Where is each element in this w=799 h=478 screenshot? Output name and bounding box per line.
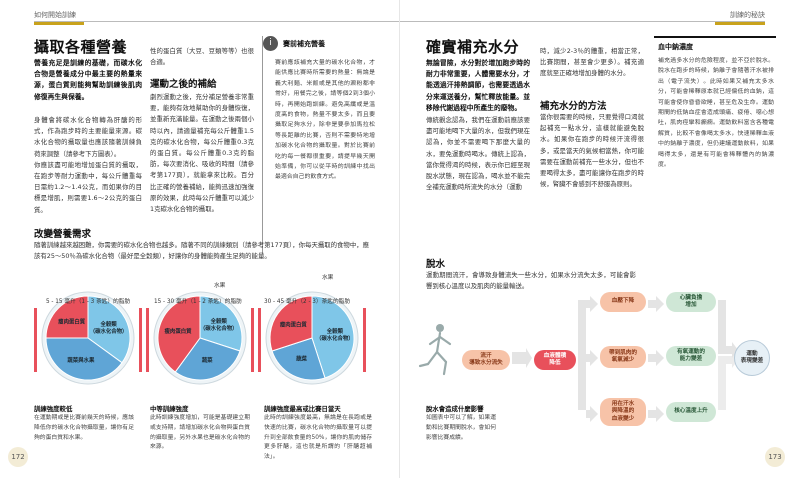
- left-page: 如何開始訓練 攝取各種營養 營養充足是訓練的基礎，而碳水化合物是營養成分中最主要…: [0, 0, 399, 478]
- flow-node-blood-pressure: 血壓下降: [600, 292, 646, 312]
- section-heading-hydration-method: 補充水分的方法: [540, 101, 607, 112]
- flow-node-performance: 運動 表現變差: [734, 340, 770, 376]
- nutrition-plate-charts: 全穀類（碳水化合物）蔬菜與水果瘦肉蛋白質全穀類（碳水化合物）蔬菜瘦肉蛋白質全穀類…: [34, 291, 366, 385]
- knife-icon: [363, 308, 366, 372]
- body-text-col2-b: 當你很需要的時候，只要覺得口渴就起補充一點水分，這樣就能避免脫水。如果你在跑步的…: [540, 113, 644, 189]
- sidebar-body: 賽前應該補充大量的碳水化合物，才能供應比賽時所需要的熱量：無論是義大利麵、米飯或…: [275, 60, 375, 181]
- book-spine: [399, 0, 400, 478]
- pie-slice: [269, 295, 313, 352]
- pie-slice: [174, 337, 241, 381]
- sidebox-body: 補充過多水分的危險程度，並不亞於脫水。脫水在跑步的時候，鈉離子會隨著汗水被排出（…: [658, 58, 774, 169]
- page-number-left: 172: [8, 447, 28, 467]
- header-rule: [400, 21, 765, 22]
- fork-icon: [34, 308, 37, 372]
- pie-slice: [157, 295, 201, 373]
- chart-2-caption-text: 此時訓練強度增加，可能是基礎建立期或支持期，請增加碳水化合物與蛋白質的攝取量，另…: [150, 415, 250, 451]
- flow-node-core-temp: 核心溫度上升: [666, 402, 716, 422]
- body-text-col2-a: 性的蛋白質（大豆、豆類等等）也很合適。: [150, 47, 254, 67]
- pie-slice-label: （碳水化合物）: [316, 334, 354, 342]
- pie-slice: [199, 295, 243, 352]
- knife-icon: [251, 308, 254, 372]
- chart-1-caption-title: 訓練強度較低: [34, 405, 73, 413]
- sidebox-sodium: 血中鈉濃度 補充過多水分的危險程度，並不亞於脫水。脫水在跑步的時候，鈉離子會隨著…: [654, 36, 776, 206]
- pie-slice-label: （碳水化合物）: [90, 327, 128, 335]
- pie-slice-label: 瘦肉蛋白質: [280, 320, 308, 328]
- pie-slice-label: 蔬菜: [202, 356, 213, 364]
- pie-slice: [311, 295, 355, 379]
- section-heading-changing-needs: 改變營養需求: [34, 229, 92, 240]
- pie-slice-label: 全穀類: [326, 327, 344, 335]
- pie-slice: [45, 337, 123, 381]
- running-head-right: 訓練的秘訣: [730, 11, 765, 19]
- fork-icon: [146, 308, 149, 372]
- chart-3-caption-text: 此時的訓練強度最高，無論是在長跑或是快速的比賽，碳水化合物的攝取量可以提升到全部…: [264, 415, 372, 461]
- pie-slice-label: 瘦肉蛋白質: [58, 318, 86, 326]
- chart-3-water-label: 水果: [322, 275, 334, 281]
- section-heading-dehydration: 脫水: [426, 259, 446, 270]
- chart-3-caption-title: 訓練強度最高或比賽日當天: [264, 405, 341, 413]
- pie-slice-label: 瘦肉蛋白質: [165, 327, 193, 335]
- header-accent: [34, 22, 84, 25]
- header-rule: [34, 21, 399, 22]
- body-text-col2-a: 時，減少2-3％的體重，相當正常，比賽期間，甚至會少更多）。補充適度就至正確地增…: [540, 47, 644, 78]
- pie-slice-label: 蔬菜與水果: [67, 356, 95, 364]
- intro-text: 無論冒險，水分對於增加跑步時的耐力非常重要，人體需要水分，才能透過汗排熱調節，也…: [426, 59, 530, 112]
- flow-node-oxygen: 帶到肌肉的 氧氣減少: [600, 346, 646, 368]
- right-page: 訓練的秘訣 確實補充水分 無論冒險，水分對於增加跑步時的耐力非常重要，人體需要水…: [400, 0, 799, 478]
- chart-2-caption-title: 中等訓練強度: [150, 405, 189, 413]
- info-icon: i: [263, 36, 278, 51]
- runner-figure: [418, 324, 452, 376]
- chart-2-water-label: 水果: [214, 283, 226, 289]
- sidebox-title: 血中鈉濃度: [658, 43, 693, 51]
- pie-slice-label: 全穀類: [210, 317, 228, 325]
- flow-node-blood-volume: 血液體積 降低: [534, 350, 576, 370]
- body-text-col1: 傳統觀念認為，我們在運動前應該要盡可能地喝下大量的水，但我們現在認為，你並不需要…: [426, 116, 530, 192]
- pie-slice: [45, 295, 89, 339]
- flow-node-heart-load: 心臟負擔 增加: [666, 292, 716, 312]
- page-title: 攝取各種營養: [34, 38, 128, 56]
- fork-icon: [258, 308, 261, 372]
- pie-slice: [87, 295, 131, 364]
- sidebar-title: 賽前補充營養: [283, 40, 325, 48]
- header-accent: [715, 22, 765, 25]
- chart-1-fat-label: 5 - 15 毫升（1 - 3 茶匙）的脂肪: [46, 299, 131, 305]
- section-heading-after-exercise: 運動之後的補給: [150, 79, 217, 90]
- section2-text: 隨著訓練越來越困難，你需要的碳水化合物也越多。隨著不同的訓練類別（請參考第177…: [34, 241, 369, 261]
- body-text-col2-b: 劇烈運動之後，充分補足營養非常重要，能夠有效地幫助你的身體恢復，並重新充滿能量。…: [150, 93, 254, 214]
- pie-slice: [271, 337, 326, 381]
- chart-3-fat-label: 30 - 45 毫升（2 - 3）茶匙的脂肪: [264, 299, 351, 305]
- sidebar-prerace-nutrition: i 賽前補充營養 賽前應該補充大量的碳水化合物，才能供應比賽時所需要的熱量：無論…: [262, 36, 375, 254]
- page-number-right: 173: [765, 447, 785, 467]
- flow-node-sweat: 流汗 導致水分流失: [462, 350, 510, 370]
- chart-1-caption-text: 在運動期或是比賽前幾天的時候，應該降低你的碳水化合物攝取量，讓你有足夠的蛋白質和…: [34, 415, 134, 441]
- dehydration-flow-arrows: [418, 296, 738, 422]
- section2-text: 運動期間流汗，會導致身體流失一些水分，如果水分流失太多，可能會影響到核心溫度以及…: [426, 271, 636, 291]
- intro-text: 營養充足是訓練的基礎，而碳水化合物是營養成分中最主要的熱量來源，蛋白質則能夠幫助…: [34, 59, 142, 101]
- body-text-col1: 身體會將碳水化合物轉為肝醣的形式，作為跑步時的主要能量來源。碳水化合物的攝取量也…: [34, 116, 142, 214]
- chart-2-fat-label: 15 - 30 毫升（1 - 2 茶匙）的脂肪: [154, 299, 242, 305]
- flow-node-cooling: 用在汗水 與降溫的 血液變少: [600, 398, 646, 426]
- page-title: 確實補充水分: [426, 38, 520, 56]
- pie-slice-label: （碳水化合物）: [200, 324, 238, 332]
- pie-slice-label: 全穀類: [99, 320, 117, 328]
- knife-icon: [139, 308, 142, 372]
- running-head-left: 如何開始訓練: [34, 11, 76, 19]
- figure-caption-title: 脫水會造成什麼影響: [426, 405, 484, 413]
- figure-caption-text: 如圖表中可以了解，如果運動和比賽期間脫水，會如何影響比賽成績。: [426, 415, 496, 441]
- pie-slice-label: 蔬菜: [296, 355, 307, 363]
- flow-node-aerobic: 有氧運動的 能力變差: [666, 346, 716, 366]
